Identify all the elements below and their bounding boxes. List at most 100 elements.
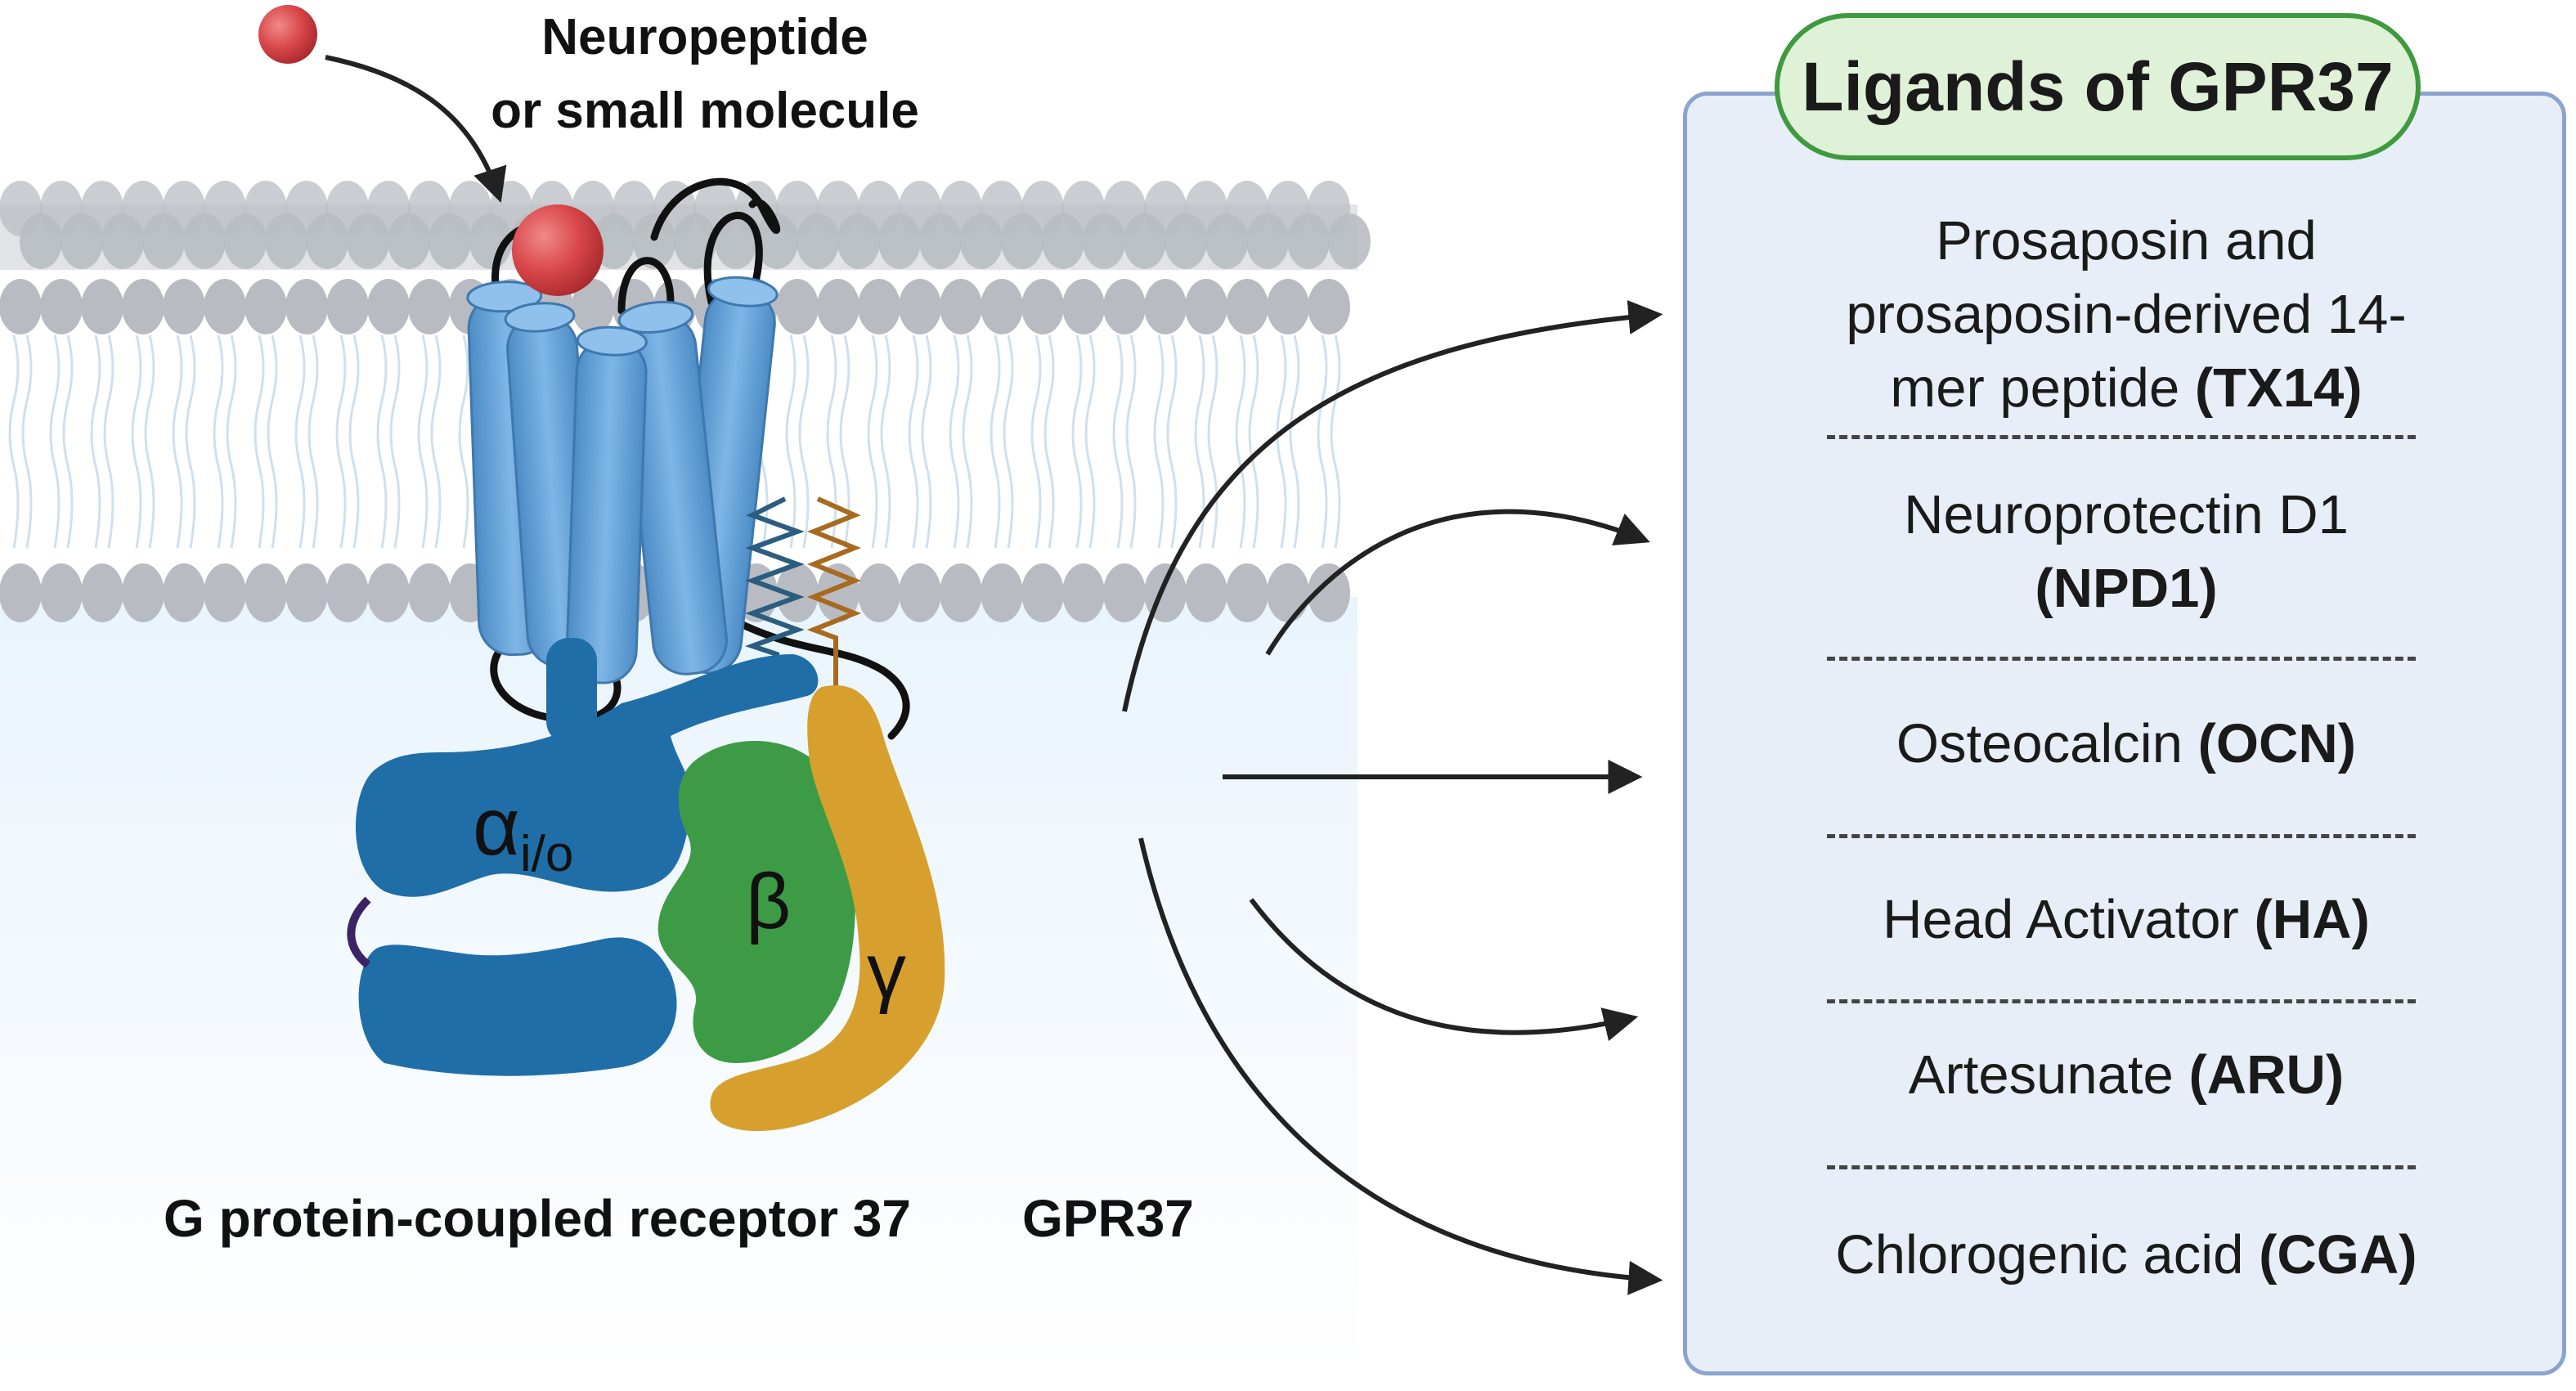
lipid-head (817, 279, 859, 334)
arrow-to-cga (1138, 837, 1663, 1295)
lipid-tail (213, 334, 224, 549)
lipid-tail (880, 334, 891, 549)
ligand-approach-arrow (325, 55, 507, 203)
lipid-head (40, 279, 83, 334)
lipid-head (0, 279, 42, 334)
gamma-lipid-anchor (806, 496, 862, 687)
lipid-tail (389, 334, 401, 549)
lipid-tail (1235, 334, 1246, 549)
ligand-panel-title: Ligands of GPR37 (1775, 13, 2421, 160)
lipid-head (1308, 563, 1350, 622)
arrow-to-tx14 (1122, 299, 1663, 712)
lipid-tail (417, 334, 429, 549)
lipid-head (1062, 563, 1105, 622)
lipid-head (899, 279, 941, 334)
lipid-tail (1194, 334, 1205, 549)
lipid-head (81, 279, 123, 334)
lipid-head (245, 279, 287, 334)
lipid-head (981, 279, 1023, 334)
lipid-tail (1248, 334, 1259, 549)
lipid-head (940, 563, 982, 622)
ligand-item-ha: Head Activator (HA) (1766, 883, 2486, 957)
alpha-symbol: αi/o (473, 781, 573, 882)
lipid-tail (62, 334, 74, 549)
lipid-head (367, 563, 410, 622)
g-alpha-subunit (347, 638, 819, 1076)
lipid-head (572, 279, 614, 334)
lipid-tail (798, 334, 810, 549)
ligand-abbr: (CGA) (2259, 1224, 2417, 1286)
ligand-abbr: (HA) (2254, 889, 2370, 950)
lipid-head (1021, 279, 1064, 334)
lipid-head (245, 563, 287, 622)
lipid-tail (1112, 334, 1124, 549)
alpha-subscript: i/o (520, 826, 573, 882)
lipid-tail (294, 334, 306, 549)
g-beta-subunit (657, 741, 856, 1063)
ligand-item-line: Prosaposin and (1936, 210, 2317, 271)
lipid-tail (458, 334, 469, 549)
ligand-panel (1683, 92, 2566, 1375)
lipid-head (1185, 279, 1227, 334)
lipid-tail (172, 334, 183, 549)
ligand-item-line: Neuroprotectin D1 (1904, 484, 2349, 545)
lipid-tail (267, 334, 278, 549)
ligand-abbr: (NPD1) (2035, 558, 2218, 619)
gpr37-receptor (466, 276, 779, 684)
lipid-head (981, 563, 1023, 622)
lipid-tail (921, 334, 932, 549)
separator (1827, 1165, 2416, 1169)
lipid-tail (430, 334, 442, 549)
lipid-head (1062, 279, 1105, 334)
lipid-head (285, 563, 328, 622)
lipid-head (1226, 563, 1268, 622)
lipid-tail (348, 334, 360, 549)
ligand-ball-free (258, 5, 317, 64)
g-gamma-subunit (710, 685, 945, 1132)
lipid-tail (1003, 334, 1014, 549)
ligand-item-line: Osteocalcin (1896, 713, 2198, 774)
lipid-tail (335, 334, 347, 549)
lipid-head (899, 563, 941, 622)
ligand-label-line2: or small molecule (491, 83, 919, 139)
ligand-ball-bound (512, 204, 604, 296)
ligand-item-tx14: Prosaposin and prosaposin-derived 14- me… (1766, 204, 2486, 425)
lipid-tail (376, 334, 388, 549)
ligand-item-ocn: Osteocalcin (OCN) (1766, 707, 2486, 781)
ligand-item-npd1: Neuroprotectin D1 (NPD1) (1766, 478, 2486, 626)
lipid-tail (785, 334, 797, 549)
ligand-arrows (1122, 299, 1663, 1295)
receptor-caption-abbr: GPR37 (1022, 1189, 1194, 1248)
lipid-head (326, 279, 369, 334)
ligand-item-line: prosaposin-derived 14- (1846, 284, 2407, 345)
lipid-tail (867, 334, 878, 549)
lipid-head (1308, 279, 1350, 334)
lipid-tail (1071, 334, 1083, 549)
lipid-head (1103, 563, 1146, 622)
lipid-tail (226, 334, 237, 549)
lipid-tail (1125, 334, 1137, 549)
lipid-tail (21, 334, 33, 549)
ligand-item-line: Head Activator (1883, 889, 2255, 950)
ligand-item-aru: Artesunate (ARU) (1766, 1039, 2486, 1112)
ligand-item-line: Artesunate (1908, 1044, 2189, 1106)
ligand-abbr: (ARU) (2188, 1044, 2345, 1106)
lipid-tail (839, 334, 850, 549)
lipid-head (940, 279, 982, 334)
ligand-abbr: (TX14) (2194, 357, 2363, 419)
lipid-head (776, 563, 819, 622)
separator (1827, 435, 2416, 439)
lipid-head (1226, 279, 1268, 334)
lipid-head (1103, 279, 1146, 334)
lipid-tail (826, 334, 837, 549)
lipid-head (1021, 563, 1064, 622)
lipid-tail (144, 334, 155, 549)
lipid-head (40, 563, 83, 622)
lipid-head (367, 279, 410, 334)
lipid-tail (1030, 334, 1042, 549)
lipid-tail (90, 334, 101, 549)
separator (1827, 657, 2416, 661)
lipid-tail (1166, 334, 1178, 549)
lipid-head (858, 279, 900, 334)
ligand-item-line: Chlorogenic acid (1835, 1224, 2260, 1286)
